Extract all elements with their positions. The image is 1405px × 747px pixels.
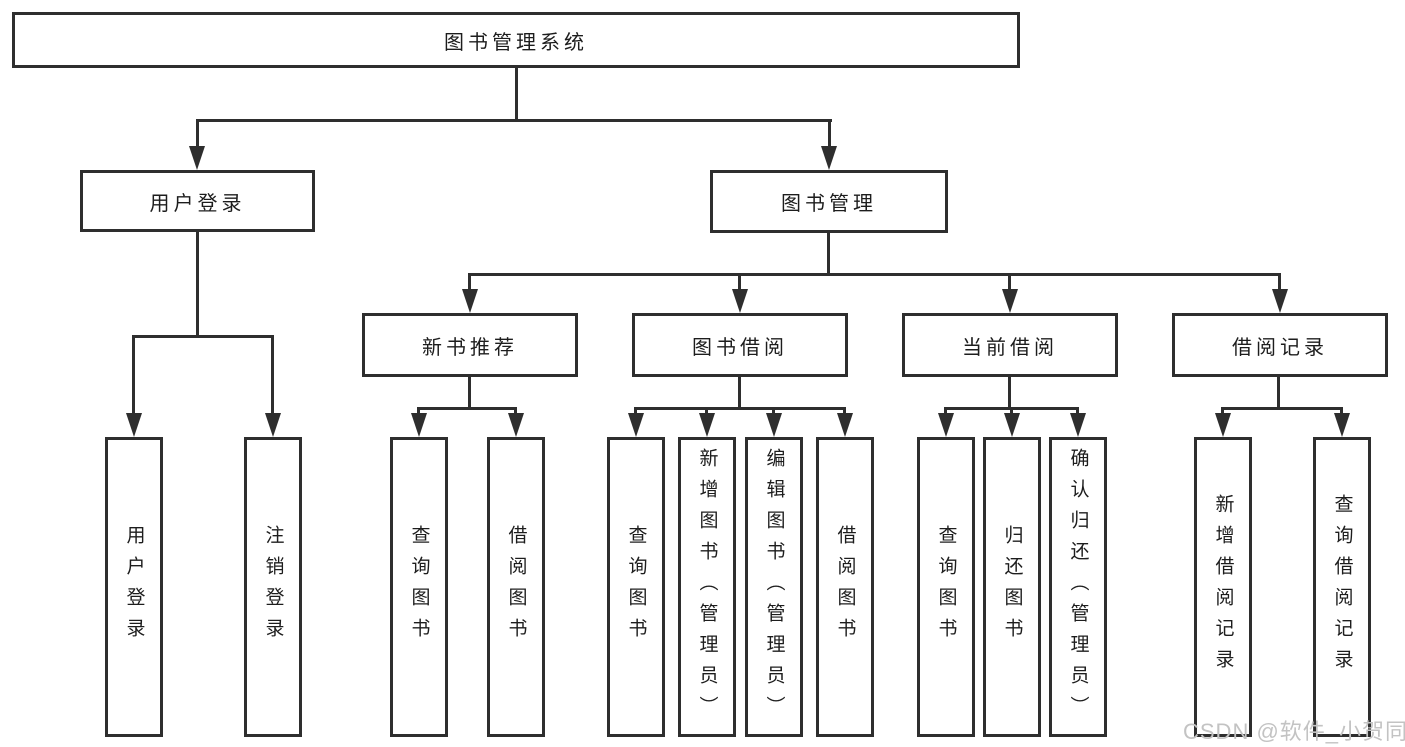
leaf-return-books: 归还图书 — [983, 437, 1041, 737]
arrow-down-icon — [732, 289, 748, 313]
arrow-down-icon — [628, 413, 644, 437]
connector-line — [944, 407, 947, 417]
arrow-down-icon — [1070, 413, 1086, 437]
connector-line — [634, 407, 637, 417]
arrow-down-icon — [1215, 413, 1231, 437]
connector-line — [634, 407, 846, 410]
connector-line — [514, 407, 517, 417]
leaf-confirm-return-admin: 确认归还（管理员） — [1049, 437, 1107, 737]
connector-line — [515, 68, 518, 119]
node-user-login: 用户登录 — [80, 170, 315, 232]
arrow-down-icon — [1004, 413, 1020, 437]
arrow-down-icon — [938, 413, 954, 437]
leaf-add-book-admin: 新增图书（管理员） — [678, 437, 736, 737]
arrow-down-icon — [265, 413, 281, 437]
connector-line — [843, 407, 846, 417]
connector-line — [196, 119, 832, 122]
connector-line — [132, 335, 274, 338]
leaf-borrow-books-borrowing: 借阅图书 — [816, 437, 874, 737]
connector-line — [417, 407, 420, 417]
node-book-management: 图书管理 — [710, 170, 948, 233]
arrow-down-icon — [821, 146, 837, 170]
connector-line — [468, 377, 471, 407]
arrow-down-icon — [766, 413, 782, 437]
arrow-down-icon — [411, 413, 427, 437]
connector-line — [1278, 273, 1281, 293]
leaf-query-books-recommend: 查询图书 — [390, 437, 448, 737]
connector-line — [468, 273, 471, 293]
arrow-down-icon — [508, 413, 524, 437]
arrow-down-icon — [1002, 289, 1018, 313]
leaf-query-books-borrowing: 查询图书 — [607, 437, 665, 737]
connector-line — [738, 273, 741, 293]
connector-line — [196, 119, 199, 151]
connector-line — [827, 233, 830, 273]
connector-line — [1221, 407, 1224, 417]
watermark: CSDN @软件_小贺同学 — [1183, 719, 1405, 744]
arrow-down-icon — [1334, 413, 1350, 437]
connector-line — [1008, 273, 1011, 293]
connector-line — [1076, 407, 1079, 417]
leaf-logout: 注销登录 — [244, 437, 302, 737]
node-book-borrowing: 图书借阅 — [632, 313, 848, 377]
leaf-user-login: 用户登录 — [105, 437, 163, 737]
connector-line — [1277, 377, 1280, 407]
connector-line — [468, 273, 1281, 276]
connector-line — [1221, 407, 1343, 410]
connector-line — [1010, 407, 1013, 417]
leaf-borrow-books-recommend: 借阅图书 — [487, 437, 545, 737]
connector-line — [271, 335, 274, 417]
arrow-down-icon — [189, 146, 205, 170]
arrow-down-icon — [1272, 289, 1288, 313]
connector-line — [196, 232, 199, 335]
connector-line — [772, 407, 775, 417]
arrow-down-icon — [126, 413, 142, 437]
connector-line — [1008, 377, 1011, 407]
arrow-down-icon — [837, 413, 853, 437]
node-library-system: 图书管理系统 — [12, 12, 1020, 68]
arrow-down-icon — [462, 289, 478, 313]
leaf-query-books-current: 查询图书 — [917, 437, 975, 737]
node-new-book-recommendation: 新书推荐 — [362, 313, 578, 377]
connector-line — [1340, 407, 1343, 417]
connector-line — [705, 407, 708, 417]
leaf-add-borrowing-record: 新增借阅记录 — [1194, 437, 1252, 737]
node-current-borrowing: 当前借阅 — [902, 313, 1118, 377]
leaf-edit-book-admin: 编辑图书（管理员） — [745, 437, 803, 737]
connector-line — [132, 335, 135, 417]
arrow-down-icon — [699, 413, 715, 437]
connector-line — [828, 119, 831, 151]
leaf-query-borrowing-record: 查询借阅记录 — [1313, 437, 1371, 737]
connector-line — [738, 377, 741, 407]
node-borrowing-records: 借阅记录 — [1172, 313, 1388, 377]
connector-line — [417, 407, 517, 410]
